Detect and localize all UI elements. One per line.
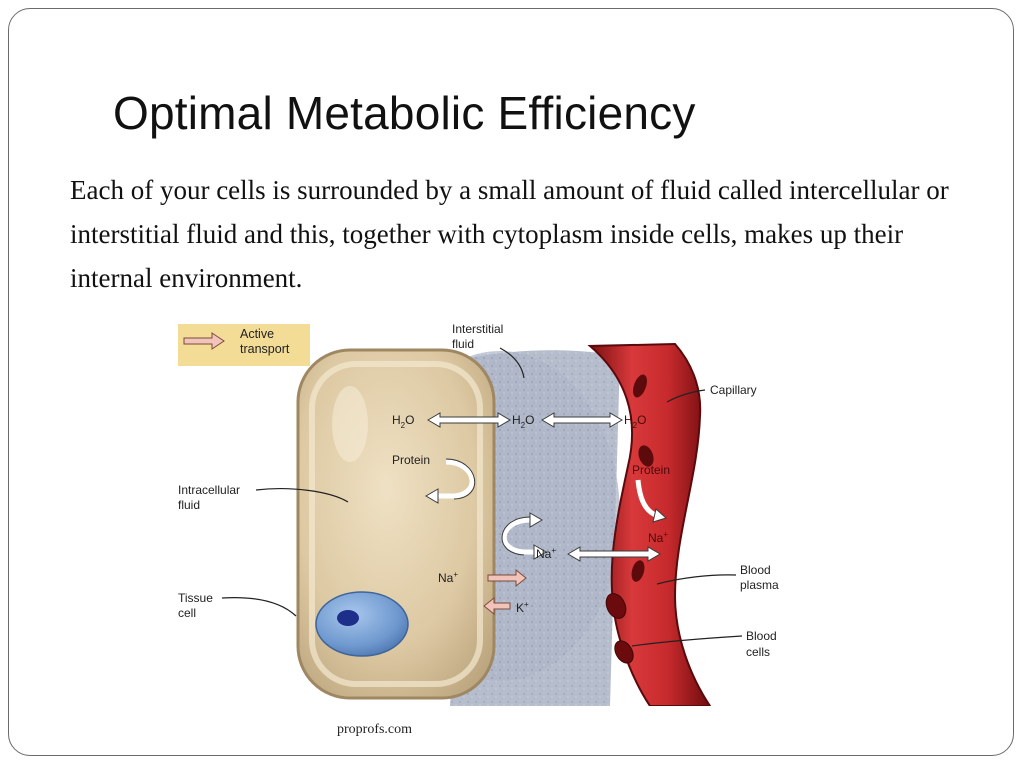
nucleus: [315, 591, 409, 657]
cell-membrane-highlight: [309, 361, 483, 687]
blood-cell: [631, 560, 645, 582]
legend-text-line1: Active: [240, 327, 274, 341]
na-curve-tail-head: [529, 512, 543, 528]
blood-cell: [605, 593, 627, 619]
na-label-capillary: Na+: [648, 530, 668, 545]
na-return-arrow: [502, 517, 534, 555]
leader-capillary: [666, 389, 706, 403]
leader-blood-plasma: [656, 574, 737, 585]
blood-cell: [614, 640, 634, 664]
tissue-cell-label-line2: cell: [178, 606, 196, 620]
slide-title: Optimal Metabolic Efficiency: [113, 87, 696, 139]
legend-box: [178, 324, 310, 366]
interstitial-fluid-label-line2: fluid: [452, 337, 474, 351]
protein-arrow-head: [425, 488, 439, 504]
h2o-diffusion-arrow-right: [541, 412, 623, 428]
na-active-transport-arrow: [487, 568, 527, 588]
interstitial-fluid-label-line1: Interstitial: [452, 322, 503, 336]
protein-return-arrow: [438, 459, 475, 499]
na-label-interstitial: Na+: [536, 546, 556, 561]
protein-arrow-outline: [445, 458, 476, 500]
leader-tissue-cell: [221, 596, 297, 617]
k-active-transport-arrow: [483, 596, 511, 616]
legend-text-line2: transport: [240, 342, 290, 356]
blood-cells-label-line2: cells: [746, 645, 770, 659]
leader-interstitial: [499, 347, 525, 379]
image-credit: proprofs.com: [337, 722, 413, 737]
cell-environment-diagram: Active transport: [170, 316, 810, 711]
k-label: K+: [516, 600, 529, 615]
h2o-label-capillary: H2O: [624, 413, 646, 430]
h2o-label-cell: H2O: [392, 413, 414, 430]
na-diffusion-arrow: [567, 546, 661, 562]
blood-plasma-label-line2: plasma: [740, 578, 779, 592]
leader-intracellular: [255, 488, 349, 503]
blood-cells-label-line1: Blood: [746, 629, 777, 643]
cell-sheen: [332, 386, 368, 462]
diagram-svg: Active transport: [178, 322, 779, 707]
capillary-label: Capillary: [710, 383, 757, 397]
blood-plasma-label-line1: Blood: [740, 563, 771, 577]
legend-active-transport: Active transport: [178, 324, 310, 366]
slide-body-text: Each of your cells is surrounded by a sm…: [70, 175, 949, 293]
h2o-label-interstitial: H2O: [512, 413, 534, 430]
blood-cell: [633, 374, 647, 398]
h2o-diffusion-arrow-left: [427, 412, 511, 428]
legend-arrow-icon: [183, 332, 225, 350]
na-arrow-outline: [501, 516, 531, 556]
protein-label-cell: Protein: [392, 453, 430, 467]
leader-blood-cells: [631, 635, 743, 647]
intracellular-fluid-label-line2: fluid: [178, 498, 200, 512]
capillary-protein-arrow-head: [652, 508, 667, 523]
na-label-cell: Na+: [438, 570, 458, 585]
intracellular-fluid-label-line1: Intracellular: [178, 483, 240, 497]
na-arrow-head: [533, 544, 547, 560]
tissue-cell-label-line1: Tissue: [178, 591, 213, 605]
nucleolus: [337, 610, 359, 626]
protein-label-capillary: Protein: [632, 463, 670, 477]
blood-cell: [638, 445, 654, 467]
